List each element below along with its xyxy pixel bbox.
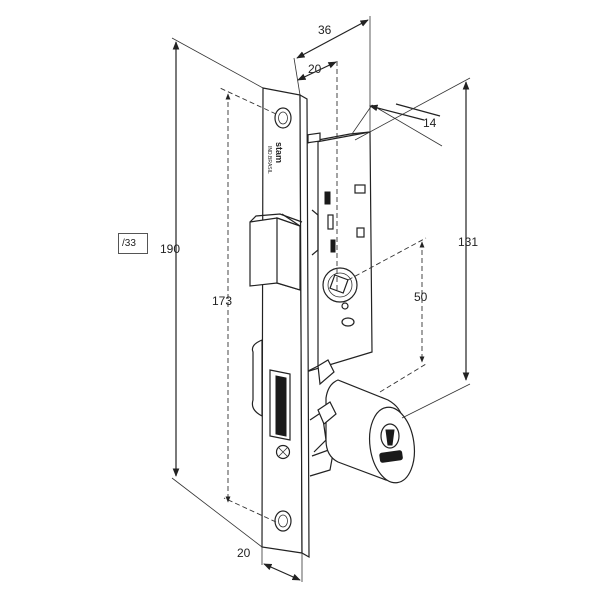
dim-handle-to-cylinder: 50: [414, 290, 428, 304]
top-screw-hole: [274, 107, 292, 129]
brand-logo: stam: [274, 142, 284, 163]
dim-overall-height: 190: [160, 242, 180, 256]
faceplate: stam IND.BRASIL: [261, 87, 310, 559]
dim-latch-to-cylinder: 131: [458, 235, 478, 249]
reference-tag: /33: [118, 233, 148, 254]
dim-backset-total: 36: [318, 23, 332, 37]
deadbolt: [251, 339, 335, 477]
dim-backset: 20: [308, 62, 322, 76]
dim-screw-centers: 173: [212, 294, 232, 308]
dimension-lines: [171, 16, 471, 582]
bottom-screw-hole: [274, 510, 292, 532]
dim-case-depth: 14: [423, 116, 437, 130]
key-cylinder: [317, 379, 416, 484]
dim-faceplate-width: 20: [237, 546, 251, 560]
latch-bolt: [249, 213, 303, 291]
brand-origin: IND.BRASIL: [266, 146, 272, 174]
lock-case: [299, 131, 373, 373]
